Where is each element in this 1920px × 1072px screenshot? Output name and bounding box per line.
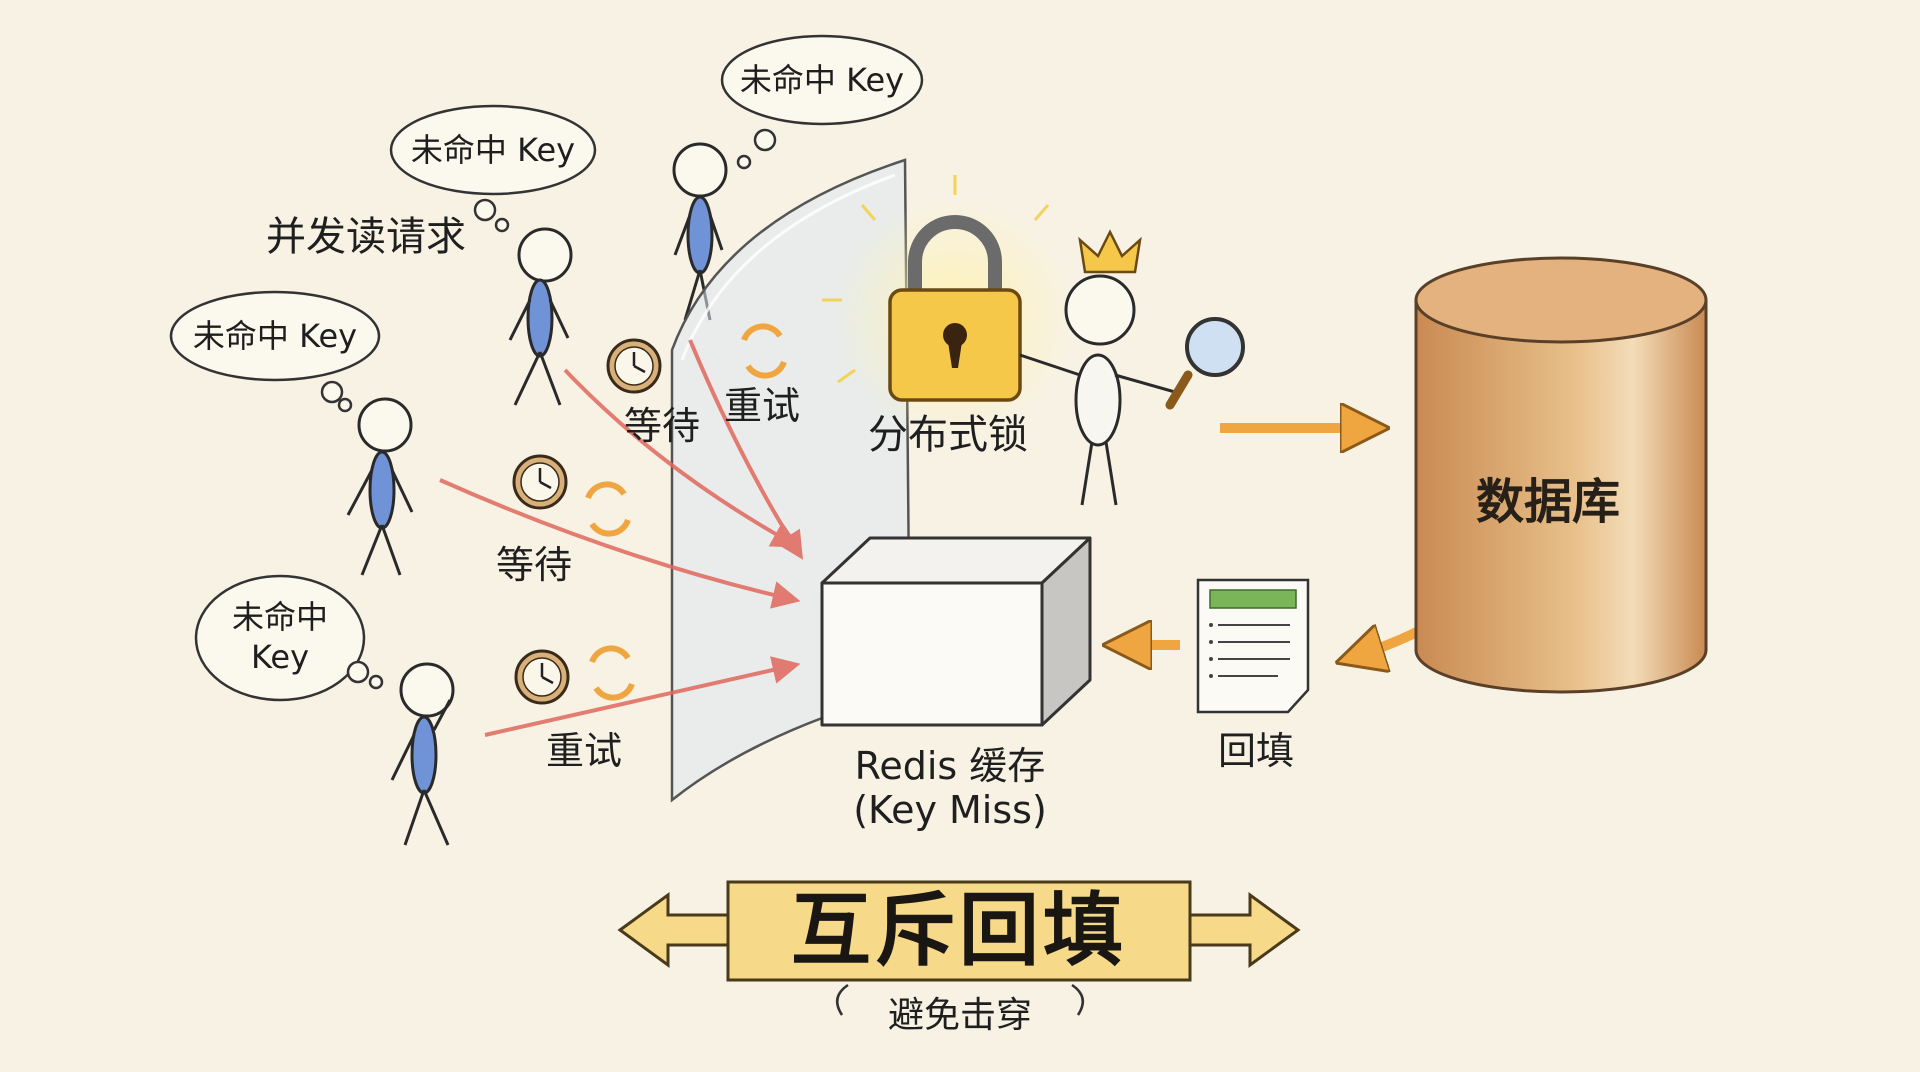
document-icon [1196,578,1310,714]
stick-figure-icon [508,227,573,406]
wait-label: 等待 [496,543,573,587]
clock-icon [512,454,568,510]
thought-cloud-icon [194,574,384,702]
stick-figure-icon [390,662,455,846]
request-arrows [439,339,803,737]
cloud-text-line: 未命中 [231,598,328,636]
retry-arrows-icon [585,481,631,537]
clock-icon [606,338,662,394]
retry-label: 重试 [724,384,801,428]
stick-figure-icon [1019,274,1176,506]
magnifier-icon [1165,317,1245,410]
concurrent-reads-label: 并发读请求 [266,214,466,260]
wait-label: 等待 [624,404,701,448]
cloud-text: 未命中 Key [192,317,358,355]
redis-cache-box [820,536,1092,727]
cloud-text: 未命中 Key [739,61,905,99]
retry-arrows-icon [741,323,787,379]
padlock-icon [822,175,1088,438]
clock-icon [514,649,570,705]
thought-cloud-icon [169,290,381,413]
stick-figure-icon [346,397,414,576]
cylinder-database-icon [1414,256,1708,694]
crown-icon [1078,229,1142,274]
redis-cache-label: Redis 缓存 (Key Miss) [820,744,1080,832]
banner-subtitle: 避免击穿 [887,995,1032,1036]
cloud-text-multiline: 未命中 Key [196,597,364,677]
retry-arrows-icon [589,645,635,701]
thought-cloud-icon [389,104,597,233]
cloud-text-line: Key [250,638,309,676]
banner-double-arrow [617,880,1301,1016]
cloud-text: 未命中 Key [410,131,576,169]
redis-cache-status: (Key Miss) [853,787,1047,832]
lock-label: 分布式锁 [868,412,1028,458]
redis-cache-title: Redis 缓存 [854,744,1046,788]
retry-label: 重试 [546,729,623,773]
stick-figure-icon [672,142,728,321]
thought-cloud-icon [720,34,924,170]
database-label: 数据库 [1476,474,1621,530]
banner-title: 互斥回填 [791,884,1127,977]
backfill-label: 回填 [1218,729,1295,773]
